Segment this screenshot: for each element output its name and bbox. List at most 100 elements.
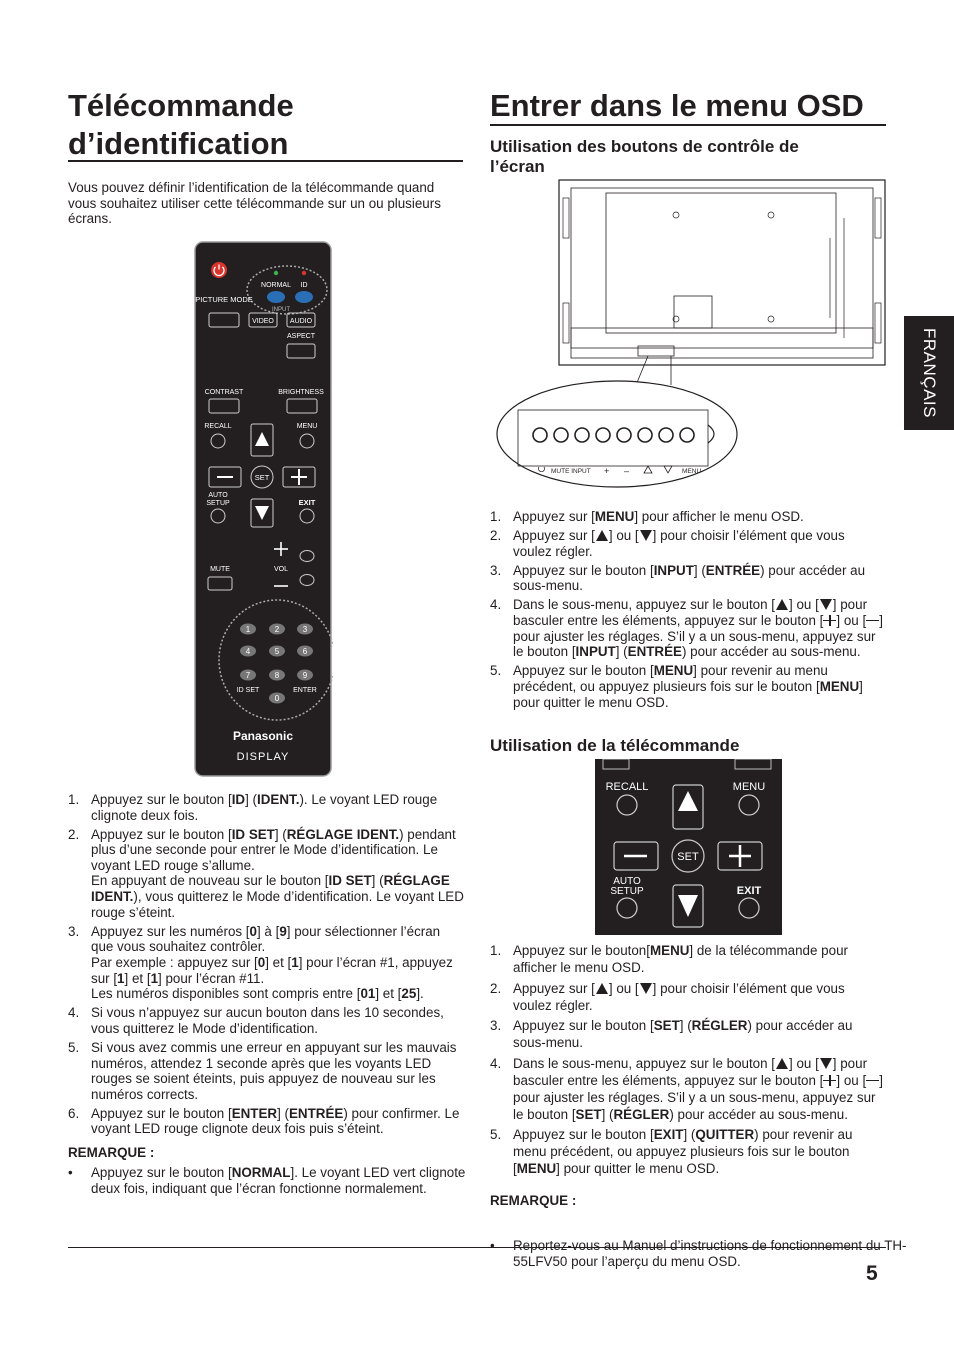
auto-detail-label: AUTO (613, 876, 641, 887)
left-note-bullet: • (68, 1165, 73, 1180)
osd-panel-step-5: 5. Appuyez sur le bouton [MENU] pour reve… (490, 663, 887, 710)
video-button (248, 312, 278, 328)
osd-remote-step-4: 4.Dans le sous-menu, appuyez sur le bout… (490, 1055, 887, 1123)
recall-label: RECALL (204, 423, 231, 430)
left-step-number: 6. (68, 1105, 80, 1121)
auto-label: AUTO (208, 492, 228, 499)
osd-remote-step-1: 1.Appuyez sur le bouton[MENU] de la télé… (490, 942, 887, 976)
key-5 (269, 645, 285, 657)
control-panel (517, 409, 709, 467)
left-step-3: 3.Appuyez sur les numéros [0] à [9] pour… (68, 924, 465, 1002)
key-1-label: 1 (246, 625, 251, 634)
key-1 (240, 623, 256, 635)
control-panel-buttons (532, 427, 695, 443)
key-6 (297, 645, 313, 657)
down-detail-button (672, 884, 704, 928)
right-note-heading: REMARQUE : (490, 1193, 577, 1208)
left-step-text: Si vous n’appuyez sur aucun bouton dans … (91, 1005, 444, 1036)
id-label: ID (301, 282, 308, 289)
up-detail-icon (678, 791, 698, 811)
set-detail-label: SET (677, 851, 699, 863)
right-note-text: Reportez-vous au Manuel d’instructions d… (513, 1238, 907, 1269)
panel-minus-label: – (624, 466, 629, 476)
left-step-number: 2. (68, 826, 80, 842)
vol-up-button (299, 550, 315, 562)
osd-remote-step-number: 2. (490, 980, 502, 996)
page-number: 5 (866, 1262, 878, 1285)
osd-panel-step-number: 5. (490, 663, 502, 679)
enter-label: ENTER (293, 687, 317, 694)
right-note-bullet: • (490, 1238, 495, 1254)
id-button (295, 291, 313, 303)
key-9 (297, 669, 313, 681)
brand-logo: Panasonic (233, 729, 293, 743)
key-3 (297, 623, 313, 635)
right-steps-list-2: 1.Appuyez sur le bouton[MENU] de la télé… (490, 942, 887, 1181)
up-button (250, 423, 274, 457)
panel-button-2 (553, 427, 569, 443)
osd-panel-step-2: 2. Appuyez sur [] ou [] pour choisir l’él… (490, 528, 887, 559)
osd-panel-step-text: Appuyez sur [] ou [] pour choisir l’élém… (513, 528, 845, 559)
down-detail-icon (678, 895, 698, 917)
plus-button (282, 466, 316, 488)
left-step-text: Appuyez sur le bouton [ID SET] (RÉGLAGE … (91, 826, 464, 920)
osd-remote-step-number: 3. (490, 1018, 502, 1033)
standby-icon (538, 466, 545, 472)
osd-panel-step-text: Appuyez sur le bouton [MENU] pour reveni… (513, 663, 863, 710)
osd-remote-step-2: 2. Appuyez sur [] ou [] pour choisir l’él… (490, 980, 887, 1014)
key-8-label: 8 (275, 671, 280, 680)
left-step-text: Appuyez sur le bouton [ENTER] (ENTRÉE) p… (91, 1105, 460, 1137)
osd-panel-step-text: Appuyez sur le bouton [INPUT] (ENTRÉE) p… (513, 562, 866, 594)
osd-remote-step-5: 5.Appuyez sur le bouton [EXIT] (QUITTER)… (490, 1126, 887, 1177)
key-8 (269, 669, 285, 681)
left-step-1: 1. Appuyez sur le bouton [ID] (IDENT.). L… (68, 792, 465, 823)
keypad-highlight (218, 599, 333, 721)
left-step-text: Si vous avez commis une erreur en appuya… (91, 1039, 457, 1102)
key-7-label: 7 (246, 671, 251, 680)
exit-detail-button (738, 897, 760, 919)
mute-button (207, 576, 233, 591)
key-3-label: 3 (303, 625, 308, 634)
left-note-text: Appuyez sur le bouton [NORMAL]. Le voyan… (91, 1165, 466, 1196)
osd-remote-step-text: Appuyez sur le bouton [EXIT] (QUITTER) p… (513, 1127, 853, 1176)
audio-label: AUDIO (290, 318, 313, 325)
left-step-number: 5. (68, 1039, 80, 1055)
left-step-number: 1. (68, 792, 80, 807)
aspect-button (286, 343, 316, 359)
right-title-rule (490, 124, 886, 126)
language-tab: FRANÇAIS (904, 316, 954, 430)
left-steps-list: 1. Appuyez sur le bouton [ID] (IDENT.). L… (68, 792, 465, 1140)
left-step-text: Appuyez sur le bouton [ID] (IDENT.). Le … (91, 792, 438, 823)
panel-button-7 (658, 427, 674, 443)
setup-detail-label: SETUP (610, 886, 644, 897)
osd-remote-step-text: Appuyez sur le bouton[MENU] de la téléco… (513, 943, 848, 975)
down-button (250, 498, 274, 528)
osd-panel-step-number: 2. (490, 528, 502, 544)
right-subheading-1-line1: Utilisation des boutons de contrôle de (490, 137, 799, 156)
key-2 (269, 623, 285, 635)
right-subheading-1: Utilisation des boutons de contrôle de l… (490, 137, 886, 177)
plus-detail-button (717, 841, 763, 871)
panel-button-6 (637, 427, 653, 443)
video-label: VIDEO (252, 318, 274, 325)
key-0-label: 0 (275, 694, 280, 703)
aspect-label: ASPECT (287, 333, 316, 340)
set-label: SET (255, 473, 270, 482)
left-step-number: 4. (68, 1005, 80, 1021)
id-area-highlight (246, 265, 328, 315)
display-frame (558, 179, 886, 366)
key-6-label: 6 (303, 647, 308, 656)
picture-mode-label: PICTURE MODE (195, 295, 253, 304)
osd-remote-step-3: 3.Appuyez sur le bouton [SET] (RÉGLER) p… (490, 1017, 887, 1051)
mute-input-label: MUTE INPUT (551, 468, 591, 475)
key-4-label: 4 (246, 647, 251, 656)
left-title: Télécommande d’identification (68, 87, 468, 163)
set-button (250, 465, 274, 489)
osd-remote-step-text: Appuyez sur [] ou [] pour choisir l’élém… (513, 980, 845, 1013)
power-icon (213, 266, 225, 277)
osd-panel-step-4: 4.Dans le sous-menu, appuyez sur le bout… (490, 597, 887, 659)
osd-remote-step-text: Dans le sous-menu, appuyez sur le bouton… (513, 1055, 883, 1122)
exit-detail-label: EXIT (737, 885, 762, 897)
left-step-text: Appuyez sur les numéros [0] à [9] pour s… (91, 923, 453, 1002)
